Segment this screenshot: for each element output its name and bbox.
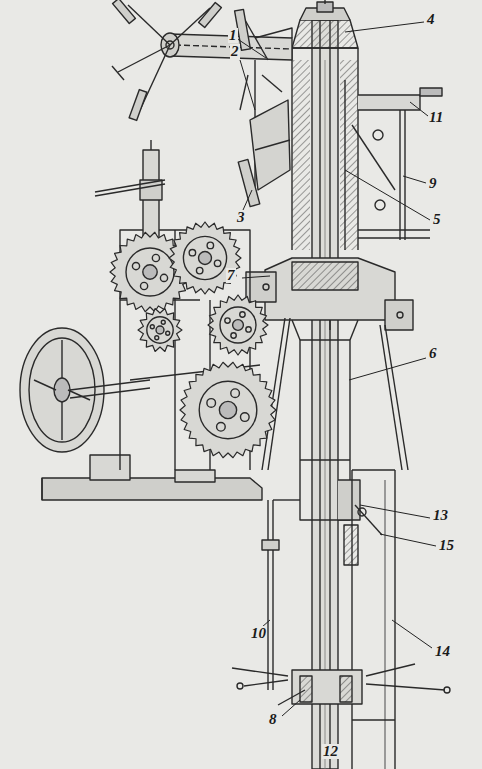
callout-number: 10	[250, 626, 267, 641]
gear-wheel	[180, 362, 276, 457]
tripod-legs	[262, 318, 408, 470]
callout-number: 3	[236, 210, 246, 225]
gear-wheel	[169, 222, 241, 294]
callout-number: 8	[268, 712, 278, 727]
outer-casing	[352, 470, 395, 769]
callout-number: 13	[432, 508, 449, 523]
callout-number: 14	[434, 644, 451, 659]
callout-number: 12	[322, 744, 339, 759]
paddle-cross-right	[235, 9, 290, 206]
callout-number: 11	[428, 110, 444, 125]
callout-number: 2	[230, 44, 240, 59]
support-clamp	[246, 258, 413, 340]
gear-wheel	[138, 309, 182, 352]
paddle-cross-left	[112, 0, 221, 120]
callout-number: 9	[428, 176, 438, 191]
callout-number: 1	[228, 28, 238, 43]
leader-lines	[236, 22, 436, 742]
callout-number: 5	[432, 212, 442, 227]
main-column	[312, 20, 338, 769]
gear-wheel	[208, 295, 268, 355]
callout-number: 15	[438, 538, 455, 553]
bottom-clamp	[232, 664, 450, 720]
bevel-gear-head	[292, 0, 358, 48]
feed-rod	[262, 500, 300, 690]
upper-housing	[292, 48, 358, 250]
callout-number: 7	[226, 268, 236, 283]
callout-number: 4	[426, 12, 436, 27]
callout-number: 6	[428, 346, 438, 361]
agitator-arm	[161, 28, 292, 60]
gearbox-drive	[20, 140, 276, 500]
